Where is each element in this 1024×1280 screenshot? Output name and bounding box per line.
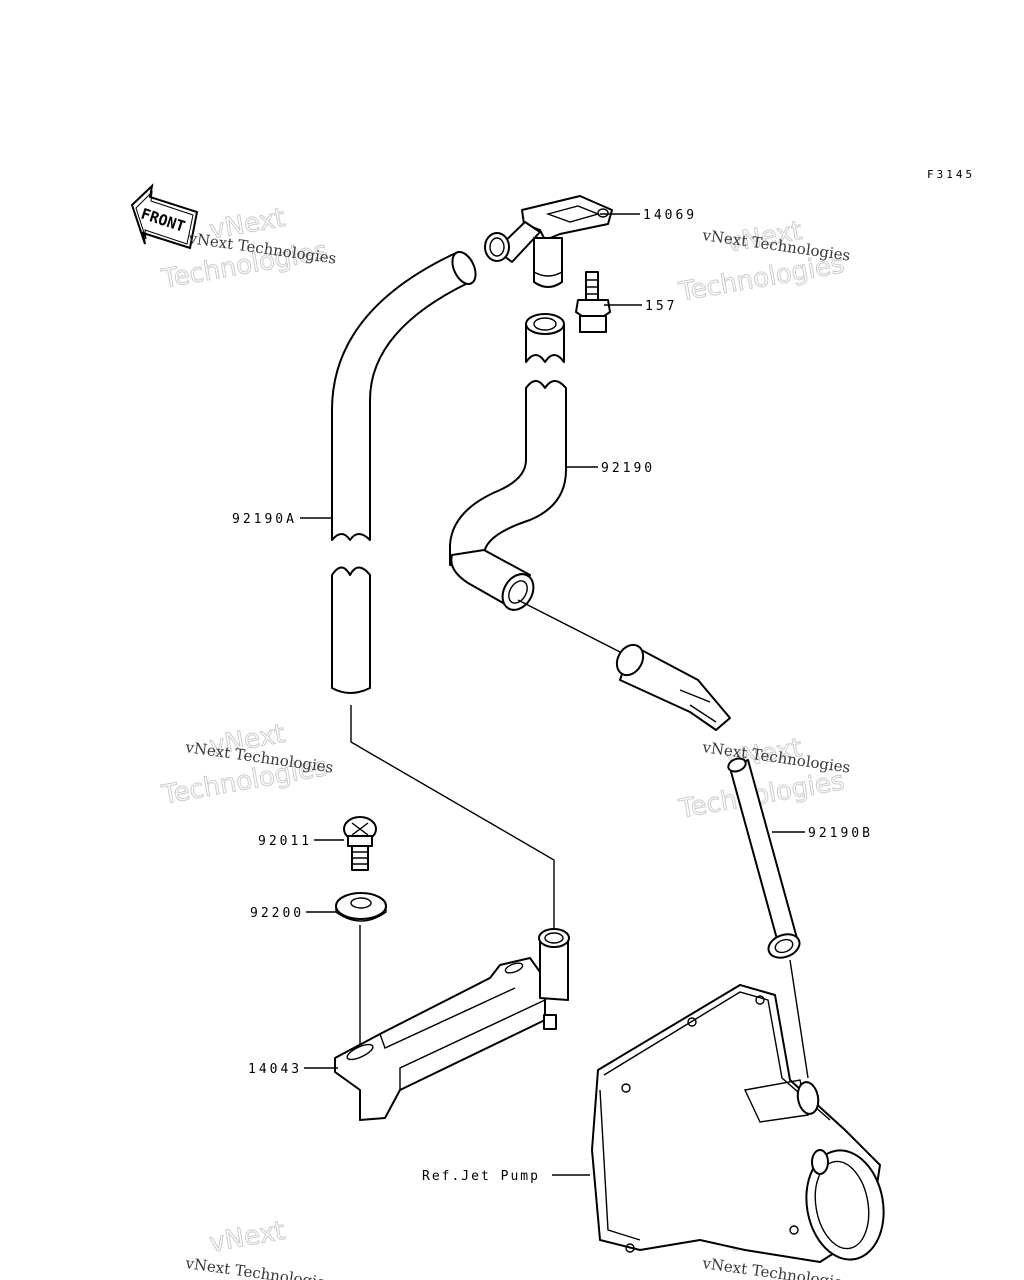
label-ref-jet-pump: Ref.Jet Pump (422, 1169, 540, 1184)
label-92190B: 92190B (808, 826, 873, 841)
part-14043-box (334, 928, 570, 1121)
label-92190A: 92190A (232, 512, 297, 527)
watermark-text: vNext Technologies (183, 1254, 334, 1280)
hose-end-piece (615, 643, 731, 731)
part-157-nozzle (575, 271, 611, 333)
jet-pump (591, 984, 885, 1263)
watermark-text: vNext Technologies (700, 1254, 851, 1280)
label-14043: 14043 (248, 1062, 302, 1077)
part-92011-bolt (343, 816, 377, 871)
label-14069: 14069 (643, 208, 697, 223)
connector-lines (350, 599, 809, 1079)
front-arrow-icon: FRONT (130, 183, 199, 250)
label-92190: 92190 (601, 461, 655, 476)
hose-92190B (727, 757, 801, 959)
hose-sleeve (525, 313, 565, 363)
part-14069-fitting (484, 195, 613, 288)
hose-92190 (449, 380, 567, 611)
diagram-code: F3145 (927, 168, 975, 181)
leader-lines (300, 213, 805, 1176)
watermark-vnext: vNext (207, 1216, 287, 1259)
label-157: 157 (645, 299, 677, 314)
label-92011: 92011 (258, 834, 312, 849)
label-92200: 92200 (250, 906, 304, 921)
hose-92190A (331, 251, 477, 694)
part-92200-washer (335, 892, 387, 922)
